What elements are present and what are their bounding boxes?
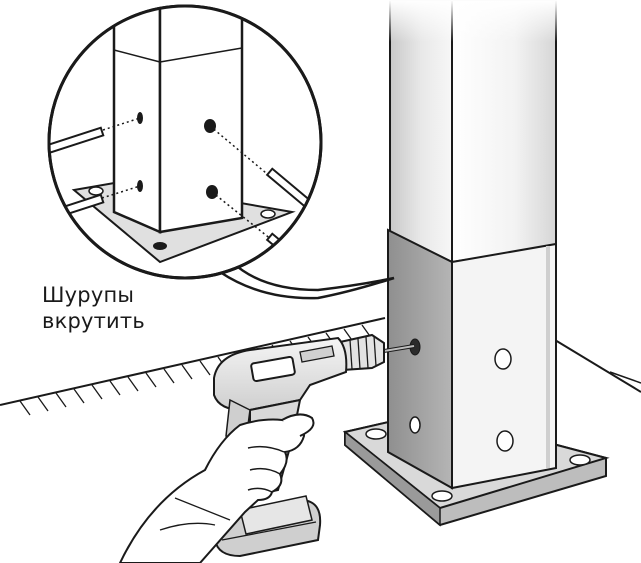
annotation-label: Шурупы вкрутить: [42, 282, 145, 334]
metal-sleeve: [387, 228, 557, 490]
wooden-post: [388, 0, 558, 264]
annotation-line-2: вкрутить: [42, 309, 145, 333]
callout-pointer: [217, 260, 395, 300]
annotation-line-1: Шурупы: [42, 283, 135, 307]
floor-lines: [0, 317, 641, 406]
hand: [118, 413, 315, 563]
zoom-detail-circle: [47, 4, 323, 280]
